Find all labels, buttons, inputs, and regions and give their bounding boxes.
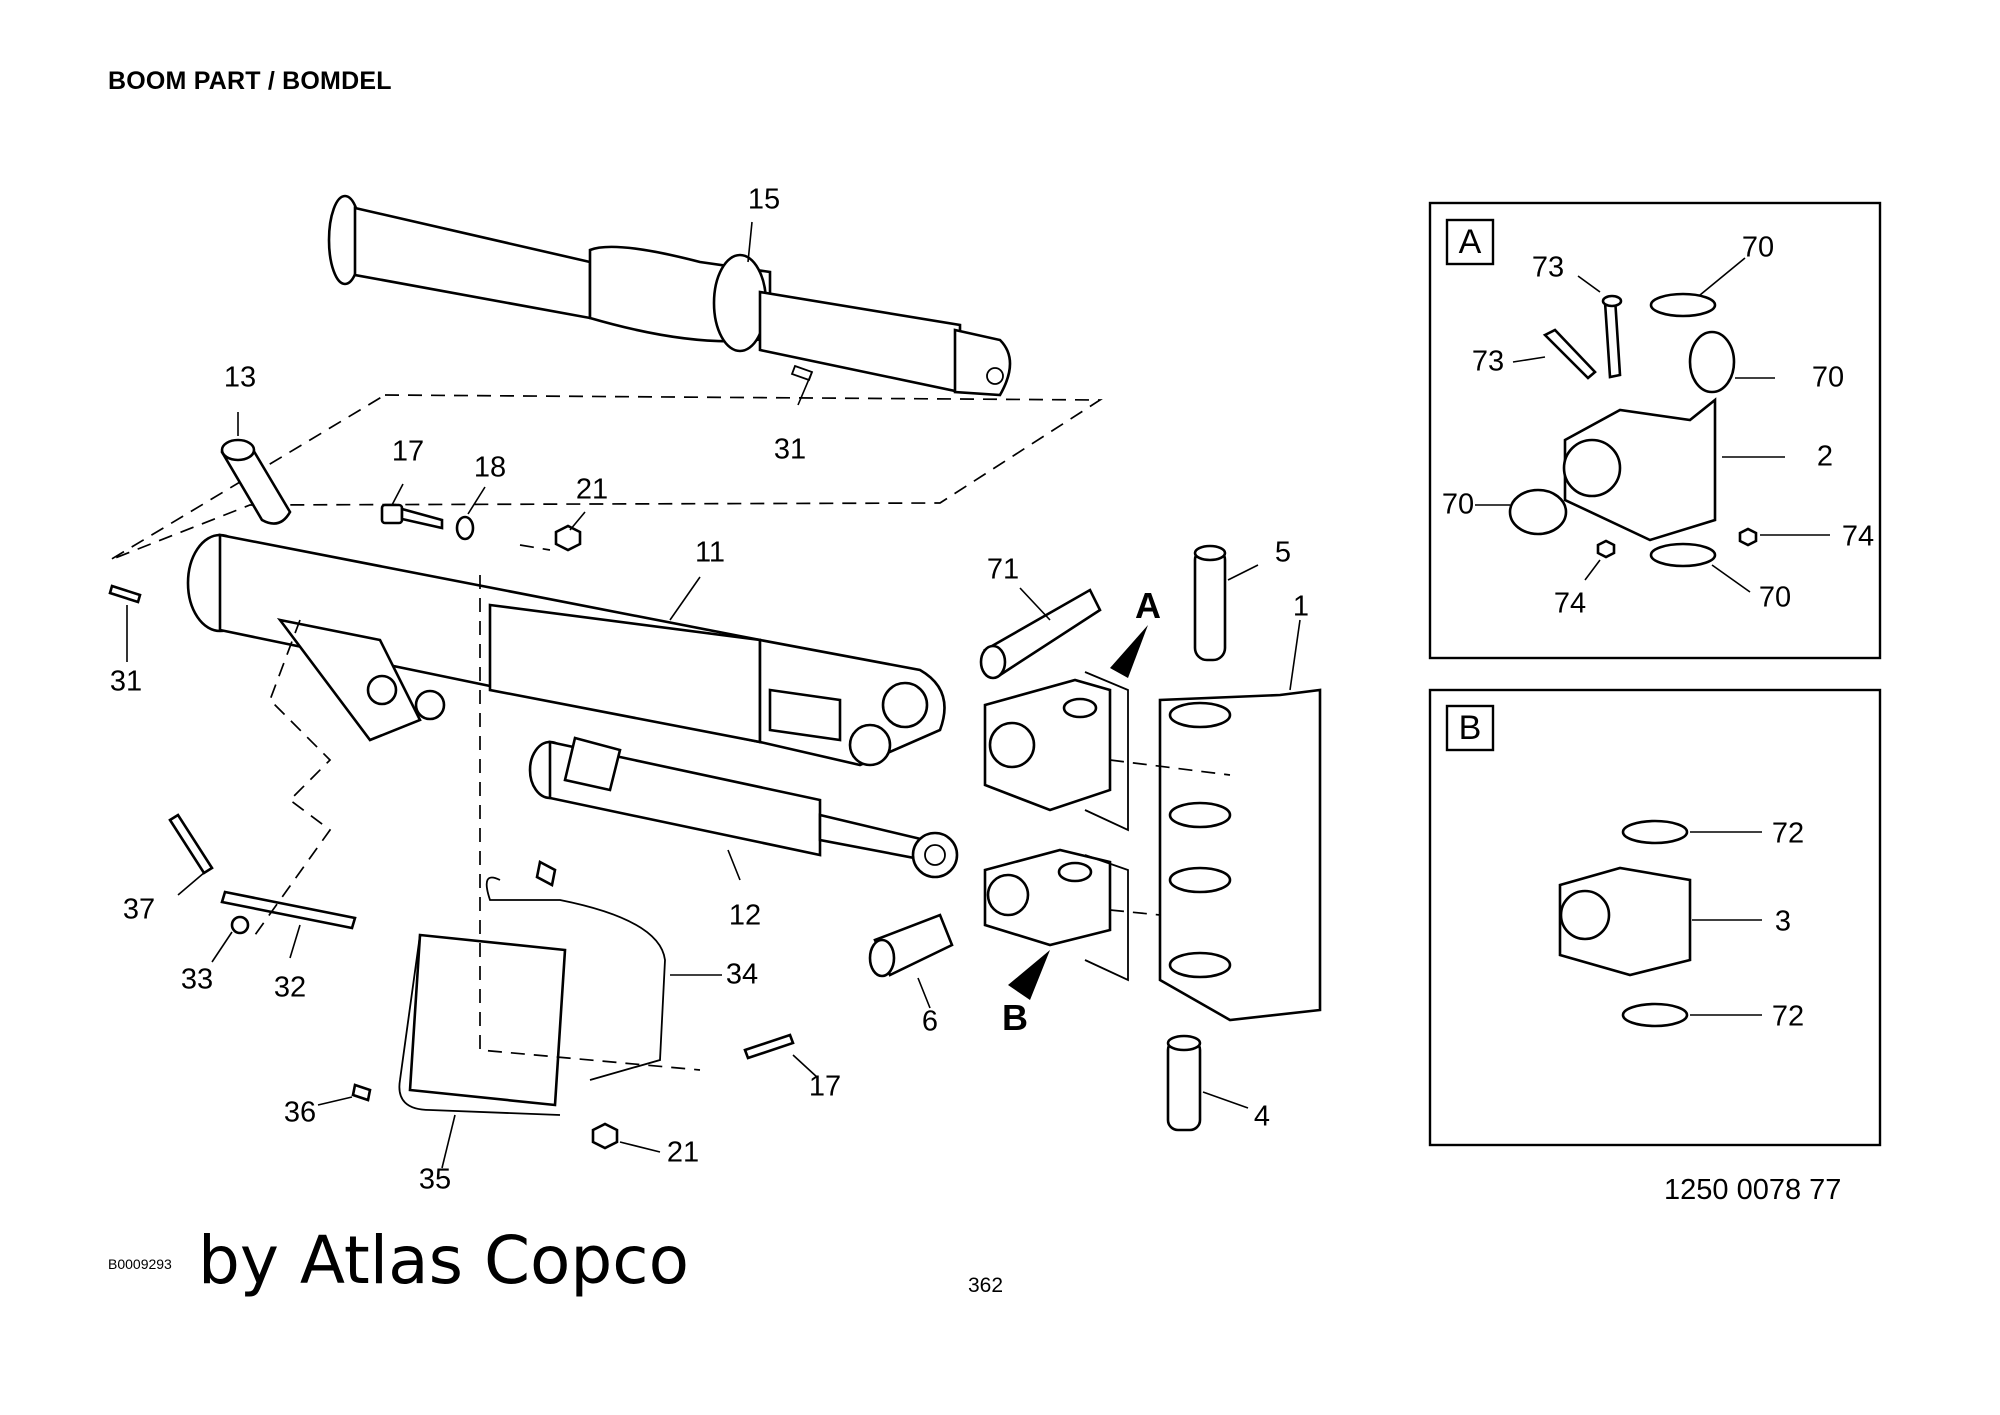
detail-a-callout-70d: 70 xyxy=(1758,581,1792,614)
callout-21-lower: 21 xyxy=(666,1136,700,1169)
detail-a-callout-74a: 74 xyxy=(1841,520,1875,553)
detail-b-parts xyxy=(1558,819,1692,1028)
detail-a-tag-box xyxy=(1445,218,1495,266)
callout-4: 4 xyxy=(1253,1100,1271,1133)
detail-a-parts xyxy=(1508,292,1758,568)
page-title: BOOM PART / BOMDEL xyxy=(108,67,392,95)
screw-36 xyxy=(351,1083,372,1102)
callout-31-left: 31 xyxy=(109,665,143,698)
callout-11: 11 xyxy=(694,536,726,569)
pin-32 xyxy=(220,890,357,930)
nut-21-lower xyxy=(591,1122,619,1150)
callout-34: 34 xyxy=(725,958,759,991)
watermark-text: by Atlas Copco xyxy=(198,1222,689,1299)
pin-31-left xyxy=(108,584,142,604)
page-number: 362 xyxy=(968,1274,1004,1297)
washer-18 xyxy=(455,515,475,541)
detail-b-callout-72b: 72 xyxy=(1771,1000,1805,1033)
part-13 xyxy=(220,438,292,525)
detail-b-tag: B xyxy=(1458,709,1482,747)
detail-a-marker-frame xyxy=(1084,671,1129,832)
detail-a-box xyxy=(1428,201,1882,660)
callout-17: 17 xyxy=(391,435,425,468)
bolt-37 xyxy=(168,813,214,875)
part-33 xyxy=(230,915,250,935)
nut-21-top xyxy=(554,524,582,552)
detail-a-callout-73a: 73 xyxy=(1531,251,1565,284)
callout-71: 71 xyxy=(986,553,1020,586)
callout-12: 12 xyxy=(728,899,762,932)
part-boom-11 xyxy=(186,533,946,767)
detail-b-callout-3: 3 xyxy=(1774,905,1792,938)
callout-17-lower: 17 xyxy=(808,1070,842,1103)
callout-5: 5 xyxy=(1274,536,1292,569)
detail-a-callout-70c: 70 xyxy=(1441,488,1475,521)
arrow-a xyxy=(1110,625,1148,678)
callout-21: 21 xyxy=(575,473,609,506)
detail-a-callout-74b: 74 xyxy=(1553,587,1587,620)
callout-6: 6 xyxy=(921,1005,939,1038)
callout-33: 33 xyxy=(180,963,214,996)
part-cylinder-12 xyxy=(528,736,959,879)
bracket-1 xyxy=(1158,688,1322,1022)
callout-35: 35 xyxy=(418,1163,452,1196)
callout-15: 15 xyxy=(747,183,781,216)
clevis-b xyxy=(983,848,1112,947)
callout-1: 1 xyxy=(1292,590,1310,623)
bolt-17-top xyxy=(380,503,444,530)
pin-5 xyxy=(1193,544,1227,662)
detail-a-label: A xyxy=(1135,585,1161,626)
callout-32: 32 xyxy=(273,971,307,1004)
pin-4 xyxy=(1166,1034,1202,1132)
detail-a-tag: A xyxy=(1458,223,1482,261)
detail-b-tag-box xyxy=(1445,704,1495,752)
callout-36: 36 xyxy=(283,1096,317,1129)
callout-18: 18 xyxy=(473,451,507,484)
part-number: 1250 0078 77 xyxy=(1664,1174,1842,1206)
pin-71 xyxy=(979,588,1102,680)
arrow-b xyxy=(1008,950,1050,1000)
detail-b-callout-72a: 72 xyxy=(1771,817,1805,850)
callout-37: 37 xyxy=(122,893,156,926)
drawing-code: B0009293 xyxy=(108,1256,172,1272)
guard-frame-34 xyxy=(398,860,666,1116)
bolt-17-lower xyxy=(743,1033,795,1060)
part-6 xyxy=(868,913,954,978)
callout-31: 31 xyxy=(773,433,807,466)
detail-b-marker-frame xyxy=(1084,854,1129,982)
detail-a-callout-70a: 70 xyxy=(1741,231,1775,264)
part-cylinder-15 xyxy=(327,194,1012,397)
detail-b-label: B xyxy=(1002,997,1028,1038)
callout-13: 13 xyxy=(223,361,257,394)
clevis-a xyxy=(983,678,1112,812)
detail-a-callout-73b: 73 xyxy=(1471,345,1505,378)
detail-b-box xyxy=(1428,688,1882,1147)
detail-a-callout-70b: 70 xyxy=(1811,361,1845,394)
detail-a-callout-2: 2 xyxy=(1816,440,1834,473)
